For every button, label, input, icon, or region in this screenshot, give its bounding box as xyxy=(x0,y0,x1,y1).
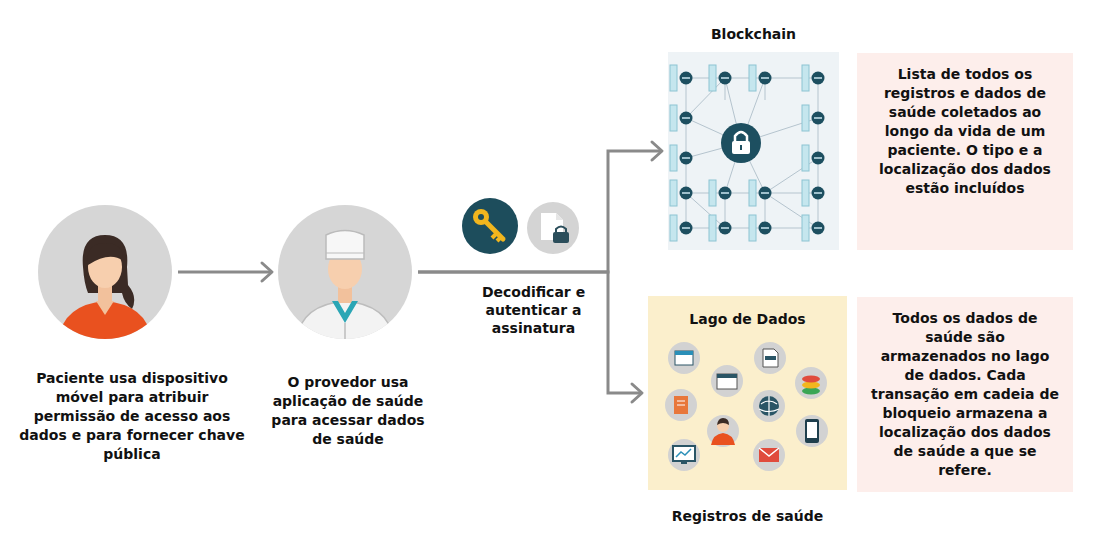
connector-line xyxy=(418,272,642,393)
description-box: Lista de todos os registros e dados de s… xyxy=(857,53,1073,250)
node-heading: Paciente usa dispositivo móvel para atri… xyxy=(18,369,246,464)
flow-arrow xyxy=(418,272,642,402)
arrow-head xyxy=(262,263,272,281)
flow-arrow xyxy=(418,142,662,272)
blockchain-network xyxy=(668,52,839,250)
arrow-head xyxy=(632,384,642,402)
node-caption: Registros de saúde xyxy=(648,507,847,526)
data-lake-panel: Lago de DadosRegistros de saúde xyxy=(648,296,847,490)
flow-arrow xyxy=(178,263,272,281)
connector-line xyxy=(178,271,272,274)
patient-figure xyxy=(38,205,172,339)
edge-note: Decodificar e autenticar a assinatura xyxy=(462,283,605,337)
provider-circle: O provedor usa aplicação de saúde para a… xyxy=(278,205,412,339)
box-text: Todos os dados de saúde são armazenados … xyxy=(871,309,1059,480)
box-text: Lista de todos os registros e dados de s… xyxy=(871,65,1059,198)
connector-line xyxy=(418,151,662,272)
key-icon xyxy=(462,198,518,254)
node-heading: Blockchain xyxy=(668,25,839,44)
node-heading: O provedor usa aplicação de saúde para a… xyxy=(268,373,428,449)
document-lock-icon xyxy=(527,202,579,254)
provider-figure xyxy=(278,205,412,339)
node-heading: Lago de Dados xyxy=(648,310,847,329)
description-box: Todos os dados de saúde são armazenados … xyxy=(857,297,1073,492)
blockchain-panel: Blockchain xyxy=(668,52,839,250)
arrow-head xyxy=(652,142,662,160)
patient-circle: Paciente usa dispositivo móvel para atri… xyxy=(38,205,172,339)
